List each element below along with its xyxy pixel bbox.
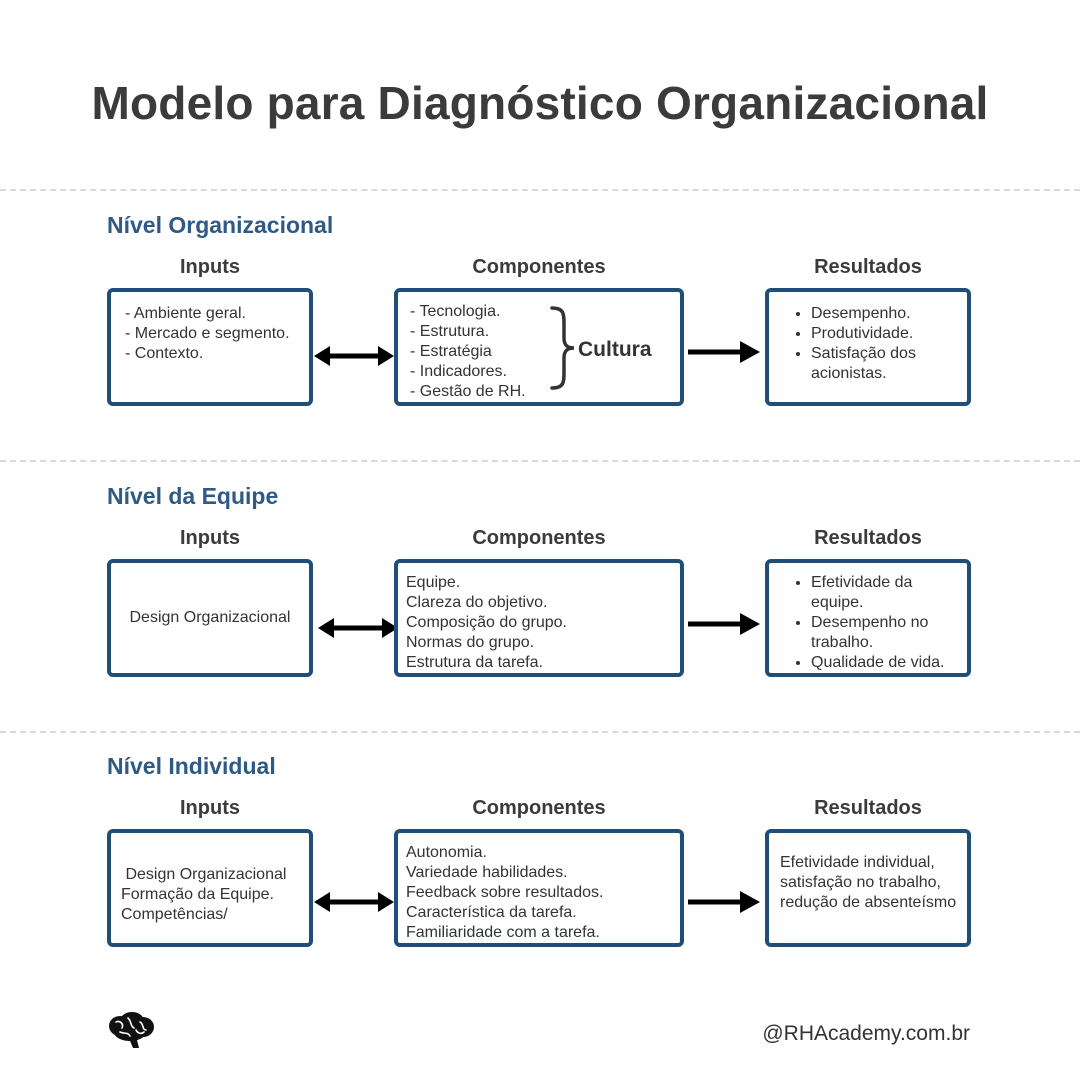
list-item: Equipe. [406,574,461,591]
right-arrow-icon [688,891,760,913]
list-item: Design Organizacional [121,866,287,883]
level-title: Nível Individual [107,753,276,779]
list-item: - Gestão de RH. [410,383,526,400]
list-item: Característica da tarefa. [406,904,577,921]
list-item: Variedade habilidades. [406,864,568,881]
components-header: Componentes [472,797,606,819]
level-individual: Nível Individual Inputs Componentes Resu… [0,753,1080,1013]
results-header: Resultados [814,527,922,549]
list-item: Design Organizacional [129,609,291,626]
results-text: Efetividade individual, satisfação no tr… [780,854,957,911]
results-box: Efetividade da equipe. Desempenho no tra… [765,559,971,677]
brain-icon [109,1012,154,1048]
level-title: Nível da Equipe [107,483,279,509]
list-item: Composição do grupo. [406,614,567,631]
bidirectional-arrow-icon [318,618,398,638]
right-arrow-icon [688,613,760,635]
list-item: Desempenho. [811,304,959,324]
list-item: Familiaridade com a tarefa. [406,924,600,941]
bidirectional-arrow-icon [314,892,394,912]
inputs-header: Inputs [180,527,240,549]
section-divider [0,460,1080,462]
results-box: Desempenho. Produtividade. Satisfação do… [765,288,971,406]
list-item: Feedback sobre resultados. [406,884,604,901]
components-header: Componentes [472,527,606,549]
list-item: Satisfação dos acionistas. [811,344,959,384]
list-item: - Estrutura. [410,323,490,340]
bidirectional-arrow-icon [314,346,394,366]
list-item: Competências/ [121,906,228,923]
list-item: Efetividade da equipe. [811,573,959,613]
footer-brand: @RHAcademy.com.br [762,1022,970,1045]
right-arrow-icon [688,341,760,363]
results-box: Efetividade individual, satisfação no tr… [765,829,971,947]
section-divider [0,731,1080,733]
section-divider [0,189,1080,191]
inputs-box: - Ambiente geral. - Mercado e segmento. … [107,288,313,406]
cultura-label: Cultura [578,338,652,361]
inputs-box: Design Organizacional [107,559,313,677]
components-box: Equipe. Clareza do objetivo. Composição … [394,559,684,677]
list-item: Qualidade de vida. [811,653,959,673]
list-item: Desempenho no trabalho. [811,613,959,653]
list-item: - Tecnologia. [410,303,501,320]
page-title: Modelo para Diagnóstico Organizacional [91,77,989,129]
list-item: Autonomia. [406,844,487,861]
level-title: Nível Organizacional [107,212,334,238]
components-box: - Tecnologia. - Estrutura. - Estratégia … [394,288,684,406]
list-item: - Mercado e segmento. [125,325,290,342]
curly-brace-icon [550,306,575,390]
list-item: Estrutura da tarefa. [406,654,543,671]
inputs-box: Design Organizacional Formação da Equipe… [107,829,313,947]
inputs-header: Inputs [180,256,240,278]
level-team: Nível da Equipe Inputs Componentes Resul… [0,483,1080,743]
results-header: Resultados [814,256,922,278]
inputs-header: Inputs [180,797,240,819]
components-box: Autonomia. Variedade habilidades. Feedba… [394,829,684,947]
list-item: Produtividade. [811,324,959,344]
list-item: - Contexto. [125,345,204,362]
list-item: Clareza do objetivo. [406,594,548,611]
components-header: Componentes [472,256,606,278]
list-item: - Ambiente geral. [125,305,246,322]
list-item: - Estratégia [410,343,492,360]
level-organizational: Nível Organizacional Inputs Componentes … [0,212,1080,472]
results-header: Resultados [814,797,922,819]
list-item: Formação da Equipe. [121,886,274,903]
list-item: - Indicadores. [410,363,507,380]
list-item: Normas do grupo. [406,634,535,651]
